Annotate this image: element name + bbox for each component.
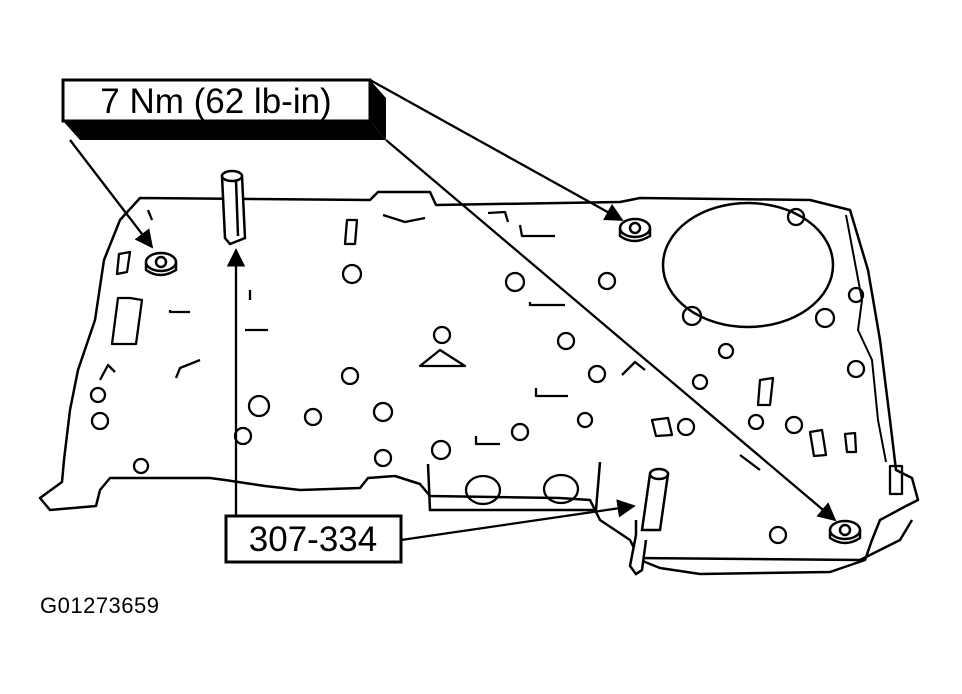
hole xyxy=(340,366,360,386)
leader-arrow xyxy=(385,139,837,522)
lower-tab-outline xyxy=(426,461,602,512)
hole xyxy=(597,271,617,291)
slot xyxy=(888,464,904,496)
slot xyxy=(174,358,201,379)
slot xyxy=(756,376,775,407)
slot xyxy=(650,416,674,438)
tool-callout: 307-334 xyxy=(224,514,403,564)
hole xyxy=(717,342,735,360)
hole xyxy=(847,286,865,304)
hole xyxy=(341,263,363,285)
hole xyxy=(247,394,271,418)
slot xyxy=(474,436,500,446)
slot xyxy=(621,360,646,376)
torque-callout-bevel xyxy=(63,121,386,140)
bolt-icon xyxy=(618,217,652,243)
leader-arrow xyxy=(69,139,154,249)
separator-plate-outline xyxy=(38,190,920,576)
torque-label: 7 Nm (62 lb-in) xyxy=(100,82,331,121)
lower-bore-right xyxy=(542,473,580,505)
leader-arrow xyxy=(400,499,636,542)
plate-holes xyxy=(89,207,866,545)
hole xyxy=(90,411,110,431)
slot xyxy=(146,209,154,221)
figure-id: G01273659 xyxy=(40,593,160,618)
slot xyxy=(98,363,116,381)
hole xyxy=(681,305,703,327)
tool-label: 307-334 xyxy=(249,520,377,559)
hole xyxy=(768,525,788,545)
hole xyxy=(676,417,696,437)
lower-bore-left xyxy=(464,474,502,506)
alignment-pin-left xyxy=(220,169,247,246)
hole xyxy=(372,401,394,423)
torque-callout-side xyxy=(370,80,386,140)
slot xyxy=(534,388,568,398)
lower-right-flange xyxy=(634,519,914,562)
large-bore xyxy=(661,201,835,329)
hole xyxy=(432,325,452,345)
slot xyxy=(115,250,132,276)
hole xyxy=(373,448,393,468)
hole xyxy=(786,207,806,227)
hole xyxy=(814,307,836,329)
hole xyxy=(504,271,526,293)
slot xyxy=(518,224,555,238)
torque-callout-box xyxy=(61,78,372,123)
bolt-icon xyxy=(144,251,178,277)
hole xyxy=(430,439,452,461)
tool-callout-box xyxy=(224,514,403,564)
hole xyxy=(747,413,765,431)
hole xyxy=(132,457,150,475)
slot xyxy=(418,348,467,368)
slot xyxy=(343,218,359,246)
slot xyxy=(843,431,858,454)
bolt-icon xyxy=(828,519,862,545)
slot xyxy=(808,428,828,458)
slot xyxy=(528,302,565,307)
hole xyxy=(510,422,530,442)
hole xyxy=(89,386,107,404)
torque-callout: 7 Nm (62 lb-in) xyxy=(61,78,386,140)
leader-arrow xyxy=(369,78,624,222)
plate-slots xyxy=(98,209,904,496)
leader-arrows xyxy=(69,78,837,542)
hole xyxy=(576,411,594,429)
hole xyxy=(233,426,253,446)
slot xyxy=(382,213,426,224)
slot xyxy=(739,454,761,471)
slot xyxy=(487,210,510,223)
slot xyxy=(168,310,190,314)
alignment-pin-right xyxy=(628,467,670,576)
hole xyxy=(303,407,323,427)
upper-edge-inner xyxy=(845,214,887,463)
hole xyxy=(587,364,607,384)
slot xyxy=(110,296,144,346)
hole xyxy=(691,373,709,391)
hole xyxy=(784,415,804,435)
hole xyxy=(556,331,576,351)
hole xyxy=(846,359,866,379)
